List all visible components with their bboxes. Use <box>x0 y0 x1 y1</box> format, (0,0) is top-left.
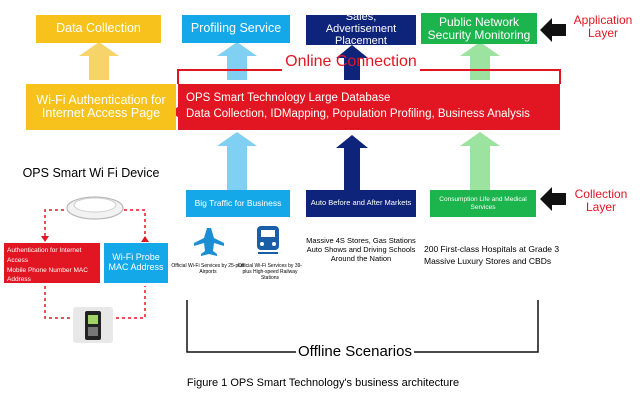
public-network-box: Public Network Security Monitoring <box>421 13 537 44</box>
airports-label: Official Wi-Fi Services by 25-plus Airpo… <box>171 263 245 275</box>
left-arrow-icon-collection <box>540 187 566 211</box>
figure-caption: Figure 1 OPS Smart Technology's business… <box>186 377 460 389</box>
arrow-up-consumption <box>460 132 500 190</box>
online-bracket <box>177 69 561 84</box>
database-line-1: OPS Smart Technology Large Database <box>186 92 391 104</box>
device-loop-right <box>118 209 146 242</box>
wifi-probe-box: Wi-Fi Probe MAC Address <box>104 243 168 283</box>
phone-icon <box>73 307 113 343</box>
device-title: OPS Smart Wi Fi Device <box>22 166 160 180</box>
device-loop-bottom-left <box>44 280 75 319</box>
database-box: OPS Smart Technology Large Database Data… <box>178 84 560 130</box>
auth-internet-box: Authentication for Internet Access Mobil… <box>4 243 100 283</box>
wifi-auth-box: Wi-Fi Authentication for Internet Access… <box>26 84 176 130</box>
auth-sub: Mobile Phone Number MAC Address <box>7 266 88 284</box>
auto-markets-box: Auto Before and After Markets <box>306 190 416 217</box>
router-icon <box>66 196 124 220</box>
consumption-box: Consumption Life and Medical Services <box>430 190 536 217</box>
offline-scenarios-label: Offline Scenarios <box>298 343 412 360</box>
arrow-up-data-collection <box>79 42 119 80</box>
hospitals-line-1: 200 First-class Hospitals at Grade 3 <box>424 244 560 254</box>
railway-label: Official Wi-Fi Services by 39-plus High-… <box>237 263 303 281</box>
device-loop-bottom-right <box>110 286 146 319</box>
train-icon <box>257 226 279 254</box>
online-connection-label: Online Connection <box>285 53 417 70</box>
sales-ad-box: Sales, Advertisement Placement <box>306 11 416 47</box>
hospitals-label: 200 First-class Hospitals at Grade 3 Mas… <box>424 244 604 268</box>
application-layer-label: Application Layer <box>573 13 633 40</box>
data-collection-box: Data Collection <box>36 15 161 43</box>
hospitals-line-2: Massive Luxury Stores and CBDs <box>424 255 552 266</box>
device-loop-left <box>44 209 70 238</box>
big-traffic-box: Big Traffic for Business <box>186 190 290 217</box>
collection-layer-label: Collection Layer <box>574 187 628 214</box>
profiling-service-box: Profiling Service <box>182 15 290 43</box>
arrow-up-big-traffic <box>217 132 257 190</box>
left-arrow-icon <box>540 18 566 42</box>
arrow-up-public-network <box>460 42 500 80</box>
auth-title: Authentication for Internet Access <box>7 247 82 264</box>
airplane-icon <box>194 228 224 256</box>
arrow-up-profiling <box>217 42 257 80</box>
arrow-up-auto <box>336 135 368 190</box>
auto-scenario-label: Massive 4S Stores, Gas Stations Auto Sho… <box>306 236 416 263</box>
database-line-2: Data Collection, IDMapping, Population P… <box>186 107 530 120</box>
